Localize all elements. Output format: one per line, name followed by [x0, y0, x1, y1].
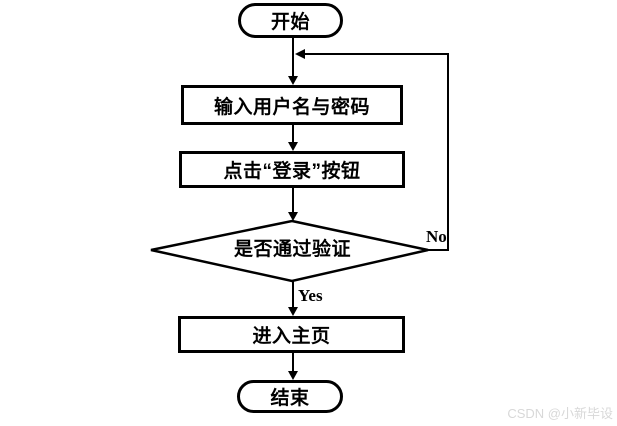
csdn-watermark: CSDN @小新毕设 — [507, 406, 613, 421]
arrowhead-into-home — [288, 307, 298, 316]
node-verify-decision-label: 是否通过验证 — [233, 239, 351, 260]
arrowhead-feedback-left — [295, 49, 305, 59]
edge-label-no: No — [426, 227, 447, 246]
arrowhead-into-diamond — [288, 212, 298, 221]
node-input-credentials: 输入用户名与密码 — [181, 85, 403, 125]
node-click-login-button: 点击“登录”按钮 — [179, 151, 405, 188]
node-start: 开始 — [238, 3, 343, 38]
arrowhead-into-input — [288, 76, 298, 85]
node-enter-homepage: 进入主页 — [178, 316, 405, 353]
node-end: 结束 — [237, 380, 343, 413]
arrowhead-into-end — [288, 371, 298, 380]
arrowhead-into-click — [288, 142, 298, 151]
edge-label-yes: Yes — [298, 286, 323, 305]
